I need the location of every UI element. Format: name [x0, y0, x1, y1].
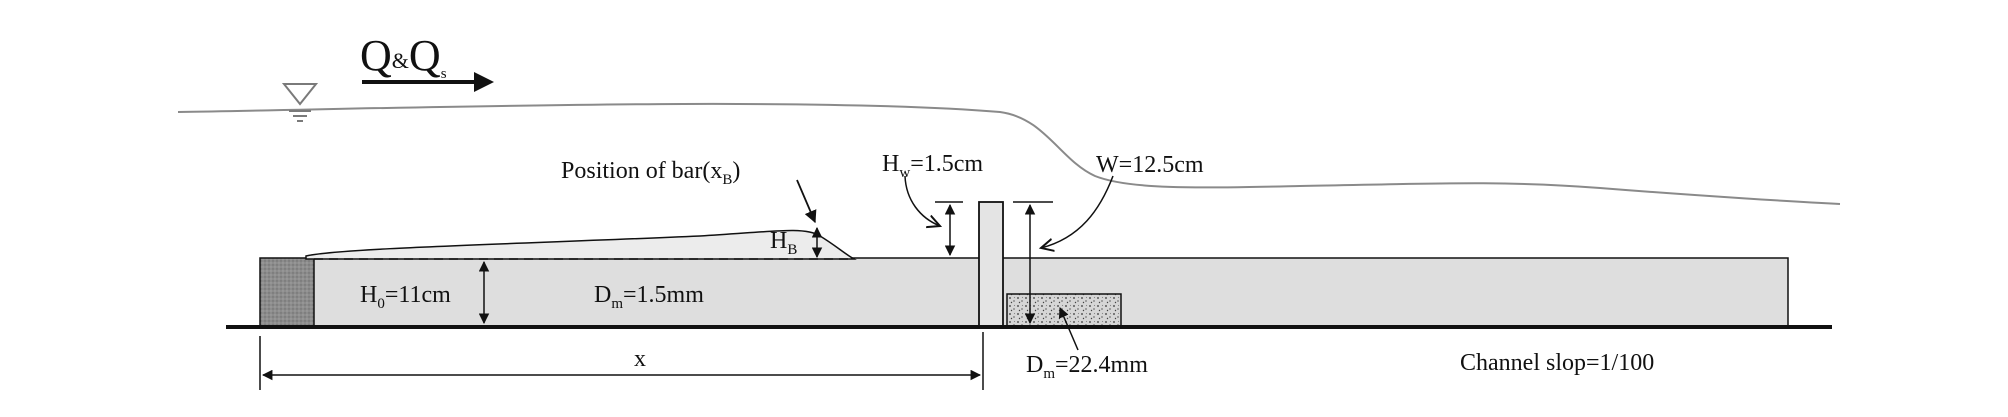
- x-dimension: [259, 332, 984, 390]
- dm-coarse-label: Dm=22.4mm: [1026, 352, 1148, 382]
- coarse-gravel-patch: [1006, 293, 1122, 327]
- coarse-dm-pointer: [1058, 307, 1079, 351]
- x-label: x: [634, 346, 646, 372]
- sediment-bar: [305, 229, 857, 260]
- water-surface-line: [177, 102, 1841, 205]
- hw-label: Hw=1.5cm: [882, 151, 983, 181]
- dm-bed-label: Dm=1.5mm: [594, 282, 704, 312]
- water-level-icon: [281, 83, 319, 122]
- position-of-bar-label: Position of bar(xB): [561, 158, 740, 188]
- hw-dimension: [904, 175, 963, 257]
- svg-text:Q&Qs: Q&Qs: [360, 31, 447, 82]
- w-label: W=12.5cm: [1096, 152, 1204, 178]
- flow-label: Q&Qs: [360, 31, 447, 82]
- bar-position-pointer: [796, 179, 817, 224]
- w-dimension: [1013, 175, 1114, 325]
- hb-label: HB: [770, 228, 797, 258]
- weir: [978, 201, 1004, 327]
- inlet-block: [259, 257, 315, 327]
- channel-slope-label: Channel slop=1/100: [1460, 350, 1654, 376]
- flow-arrow: [362, 72, 494, 92]
- h0-label: H0=11cm: [360, 282, 451, 312]
